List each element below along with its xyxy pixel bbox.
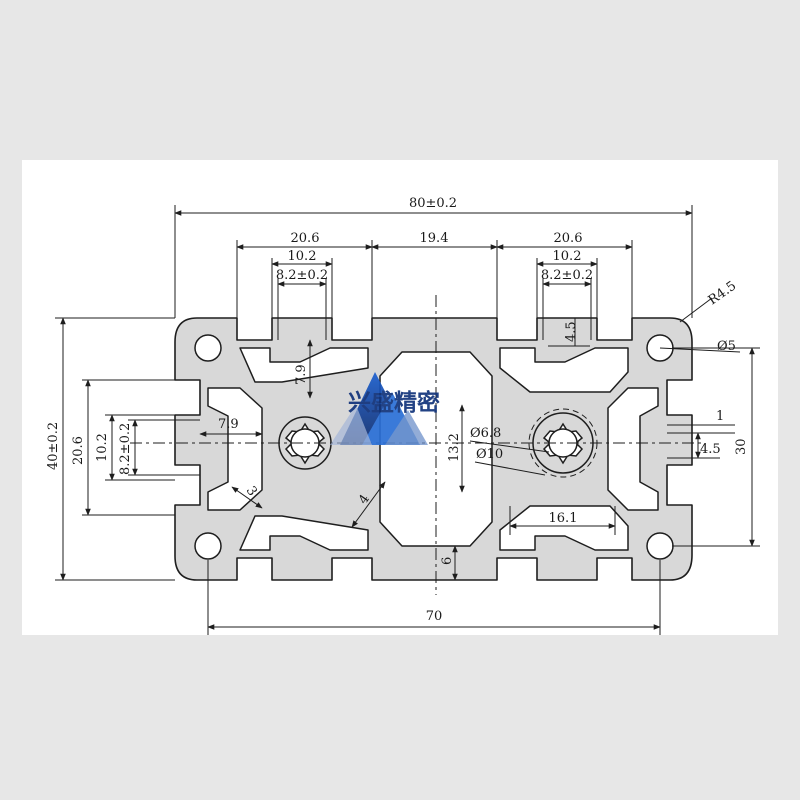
dim-center-height: 13.2 <box>447 433 462 462</box>
cavity-top-left <box>239 347 369 383</box>
dim-center-gap: 19.4 <box>420 231 449 246</box>
dim-right-slot-depth: 4.5 <box>700 442 721 457</box>
dim-side-height-outer: 20.6 <box>71 436 86 465</box>
dim-slot-outer-right: 20.6 <box>554 231 583 246</box>
dim-side-height-inner: 8.2±0.2 <box>118 423 133 475</box>
dim-overall-height: 40±0.2 <box>46 422 61 470</box>
cavity-left <box>207 387 263 511</box>
watermark-text: 兴盛精密 <box>348 389 440 416</box>
hole-bottom-right <box>646 532 674 560</box>
dim-overall-width: 80±0.2 <box>409 196 457 211</box>
dim-bore-small: Ø6.8 <box>470 426 501 441</box>
dim-slot-depth-side: 7.9 <box>218 417 239 432</box>
dim-top-slot-depth: 4.5 <box>564 321 579 342</box>
dim-corner-hole: Ø5 <box>717 339 736 354</box>
dim-bore-large: Ø10 <box>476 447 503 462</box>
hole-top-left <box>194 334 222 362</box>
cavity-top-right <box>499 347 629 393</box>
bore-right <box>528 408 598 478</box>
dim-slot-mid-left: 10.2 <box>288 249 317 264</box>
hole-bottom-left <box>194 532 222 560</box>
dim-right-lip: 1 <box>716 409 724 424</box>
dim-bottom-wall: 6 <box>440 557 455 565</box>
dimension-lines <box>55 205 760 635</box>
bore-left <box>278 416 332 470</box>
cavity-right <box>607 387 659 511</box>
dim-corner-radius: R4.5 <box>706 279 740 309</box>
dim-slot-inner-right: 8.2±0.2 <box>541 268 593 283</box>
dim-hole-spacing-horizontal: 70 <box>426 609 443 624</box>
mountain-logo-icon <box>330 372 428 445</box>
dim-slot-mid-right: 10.2 <box>553 249 582 264</box>
dim-hole-spacing-vertical: 30 <box>734 438 749 455</box>
watermark: 兴盛精密 <box>330 372 440 445</box>
dim-side-height-mid: 10.2 <box>95 433 110 462</box>
dim-slot-depth-top: 7.9 <box>294 364 309 385</box>
cavity-bottom-left <box>239 515 369 551</box>
dim-center-width: 16.1 <box>549 511 578 526</box>
dim-slot-inner-left: 8.2±0.2 <box>276 268 328 283</box>
dim-slot-outer-left: 20.6 <box>291 231 320 246</box>
